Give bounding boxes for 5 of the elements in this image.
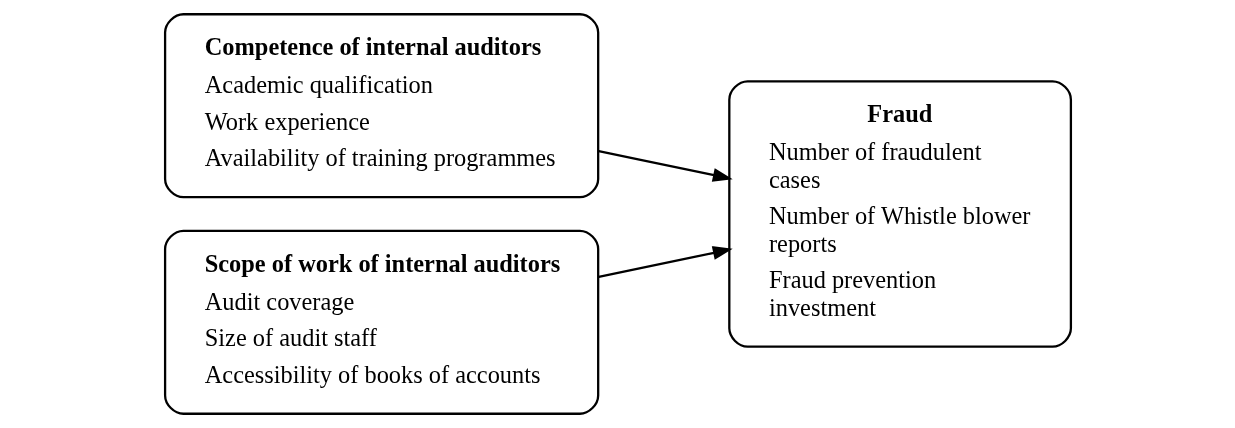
node-box: Competence of internal auditors Academic qualification Work experience Availability of training programmes [163,13,599,199]
arrow [598,149,733,182]
node-box: Scope of work of internal auditors Audit coverage Size of audit staff Accessibility of books of accounts [163,229,599,415]
arrow [598,246,733,279]
node-box: Fraud Number of fraudulent cases Number of Whistle blower reports Fraud prevention investment [727,80,1072,348]
